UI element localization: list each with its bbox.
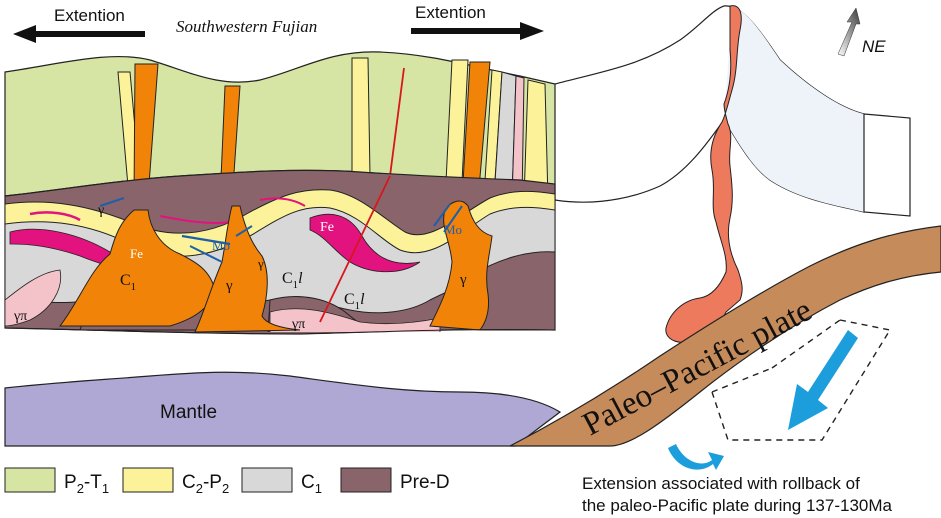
legend-item-c1: C1 [241, 467, 322, 496]
extension-right-arrow-icon [411, 22, 544, 40]
gamma-label-4: γ [459, 272, 467, 288]
mo-vein-2 [189, 245, 223, 263]
legend-swatch [4, 467, 56, 493]
mo-label-left: Mo [212, 238, 230, 253]
legend-label: P2-T1 [64, 472, 109, 496]
gamma-pi-left [5, 269, 62, 327]
magma-conduit [665, 5, 743, 343]
extension-left-arrow-icon [13, 25, 145, 43]
gamma-pi-label-center: γπ [291, 317, 305, 332]
curved-arrow-icon [668, 444, 724, 470]
mo-vein-4 [433, 203, 451, 227]
legend-label: C1 [301, 472, 322, 496]
legend-item-c2p2: C2-P2 [122, 467, 229, 496]
rollback-dashed-box [711, 319, 892, 441]
folded-section [4, 169, 556, 335]
legend-item-pred: Pre-D [340, 467, 450, 493]
fe-vein-1 [29, 211, 81, 222]
header: Extention Southwestern Fujian Extention … [13, 3, 886, 56]
extension-right-label: Extention [415, 3, 486, 22]
ne-arrow-icon [837, 7, 861, 57]
c1l-label-left: C1l [282, 270, 303, 291]
legend-swatch [122, 467, 174, 493]
fe-label-left: Fe [130, 246, 143, 261]
legend-swatch [241, 467, 293, 493]
gamma-pi-label-left: γπ [13, 309, 27, 324]
mantle-label: Mantle [160, 402, 217, 423]
mo-vein-6 [235, 225, 253, 237]
crust-light-fill [724, 9, 864, 213]
mo-vein-3 [99, 197, 125, 207]
legend-item-p2t1: P2-T1 [4, 467, 109, 496]
fault-lower [319, 175, 391, 323]
fe-body-right [309, 213, 421, 273]
caption-line-1: Extension associated with rollback of [582, 474, 860, 493]
mo-vein-1 [181, 234, 231, 246]
crust-side-face [863, 113, 911, 217]
gamma-label-2: γ [257, 256, 264, 271]
c1-label-left: C1 [120, 272, 136, 293]
region-title: Southwestern Fujian [176, 17, 317, 36]
fault-upper [389, 67, 405, 177]
c2p2-column-2 [351, 57, 371, 177]
legend: P2-T1 C2-P2 C1 Pre-D [4, 467, 450, 496]
section-base-line [4, 327, 556, 335]
granite-intrusion-right [429, 200, 493, 331]
legend-label: Pre-D [400, 472, 450, 493]
extension-left-label: Extention [54, 6, 125, 25]
mo-vein-5 [443, 205, 463, 233]
legend-label: C2-P2 [182, 472, 229, 496]
legend-swatch [340, 467, 392, 493]
c1l-label-right: C1l [344, 291, 365, 312]
gamma-label-1: γ [97, 203, 104, 218]
section-labels: γ Fe Mo γ Fe Mo C1 γ C1l C1l γ γπ γπ [13, 203, 467, 332]
paleo-pacific-plate [509, 225, 941, 447]
fe-vein-3 [259, 197, 306, 207]
fe-label-right: Fe [320, 220, 334, 235]
ne-direction-label: NE [862, 37, 886, 56]
gamma-label-3: γ [225, 278, 233, 294]
upper-strata-block [4, 51, 556, 203]
caption-line-2: the paleo-Pacific plate during 137-130Ma [582, 496, 893, 515]
rollback-arrow-icon [788, 330, 858, 430]
mo-label-right: Mo [444, 222, 462, 237]
mantle-layer [4, 371, 562, 447]
crust-block [554, 5, 911, 343]
